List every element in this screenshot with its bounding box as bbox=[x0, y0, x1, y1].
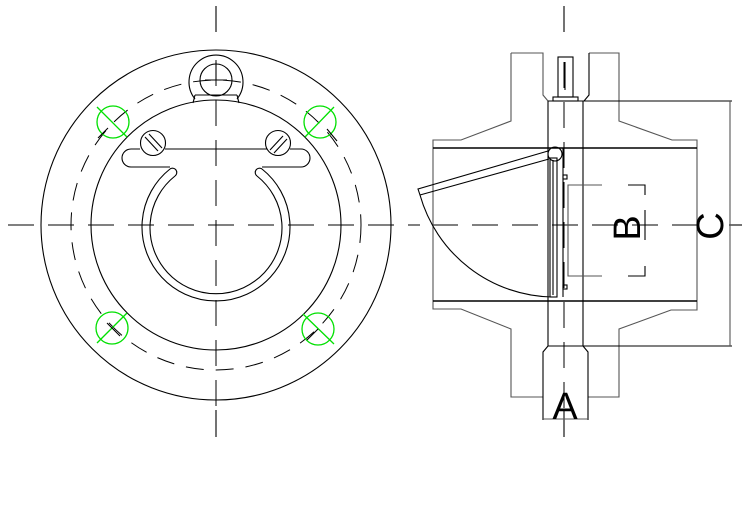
screw-left bbox=[139, 129, 167, 157]
bolt-hole-upper-left bbox=[96, 105, 130, 139]
dimension-b bbox=[567, 184, 646, 277]
eye-bolt bbox=[188, 54, 244, 104]
front-view bbox=[8, 6, 420, 437]
bolt-hole-upper-right bbox=[303, 105, 338, 142]
stud-bolt bbox=[552, 56, 579, 102]
open-disc bbox=[417, 150, 553, 298]
dimension-label-a: A bbox=[552, 386, 578, 428]
dimension-label-b: B bbox=[607, 215, 649, 240]
inner-body-circle bbox=[90, 99, 342, 351]
right-body-outline bbox=[588, 52, 698, 398]
outer-flange-circle bbox=[40, 49, 392, 401]
left-body-outline bbox=[432, 53, 543, 398]
bolt-circle bbox=[70, 79, 362, 371]
section-view: A B C bbox=[417, 6, 742, 437]
retaining-bar bbox=[121, 148, 311, 168]
disc-ring bbox=[141, 167, 291, 302]
left-flange-top bbox=[511, 52, 549, 102]
bolt-hole-lower-right bbox=[301, 312, 335, 346]
dimension-label-c: C bbox=[690, 212, 732, 239]
hinge-pin bbox=[547, 146, 563, 162]
screw-right bbox=[264, 129, 292, 157]
closed-disc bbox=[549, 147, 568, 298]
bolt-hole-lower-left bbox=[95, 311, 129, 345]
